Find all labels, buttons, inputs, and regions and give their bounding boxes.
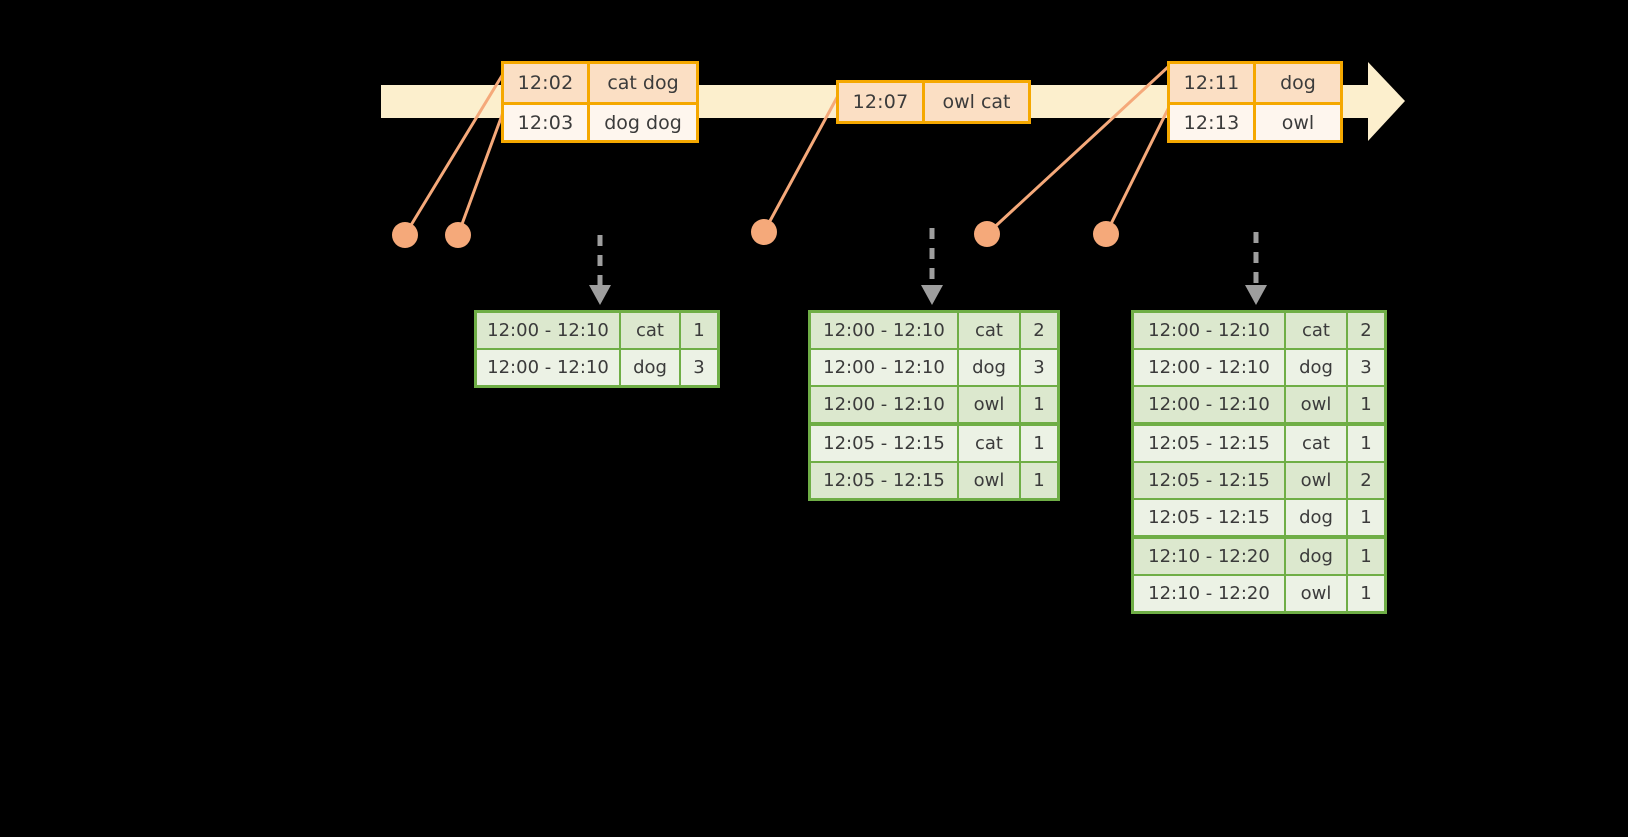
cell-count: 1 [1348,387,1384,422]
event-words: owl cat [942,91,1011,113]
cell-count: 1 [1021,426,1057,461]
cell-word: cat [959,426,1019,461]
cell-count: 3 [681,350,717,385]
event-row: 12:07 owl cat [839,83,1028,121]
event-box-2: 12:07 owl cat [836,80,1031,124]
cell-count: 3 [1021,350,1057,385]
cell-window: 12:10 - 12:20 [1134,539,1284,574]
cell-count: 1 [1348,576,1384,611]
cell-window: 12:05 - 12:15 [811,426,957,461]
cell-window: 12:10 - 12:20 [1134,576,1284,611]
cell-word: owl [1286,387,1346,422]
cell-count: 2 [1348,313,1384,348]
event-dot-4 [974,221,1000,247]
cell-count: 1 [681,313,717,348]
dashed-arrow-2 [921,228,943,305]
event-words: dog dog [604,111,682,134]
connector-3 [762,90,842,234]
cell-window: 12:05 - 12:15 [811,463,957,498]
cell-word: owl [1286,576,1346,611]
arrowhead-icon [589,285,611,305]
dashed-arrow-3 [1245,232,1267,305]
connector-2 [456,105,507,237]
event-words: owl [1281,111,1315,134]
cell-window: 12:00 - 12:10 [811,313,957,348]
cell-word: dog [1286,350,1346,385]
event-dot-2 [445,222,471,248]
cell-window: 12:00 - 12:10 [811,350,957,385]
event-time: 12:13 [1170,105,1256,140]
event-time: 12:02 [504,64,590,102]
cell-window: 12:00 - 12:10 [477,313,619,348]
event-time: 12:07 [839,83,925,121]
event-time: 12:03 [504,105,590,140]
event-row: 12:11 dog [1170,64,1340,102]
cell-count: 1 [1348,539,1384,574]
event-row: 12:03 dog dog [504,102,696,140]
event-words: dog [1280,72,1316,94]
cell-word: cat [959,313,1019,348]
cell-count: 1 [1021,387,1057,422]
cell-word: owl [1286,463,1346,498]
dashed-arrow-1 [589,235,611,305]
event-dot-5 [1093,221,1119,247]
event-box-1: 12:02 cat dog 12:03 dog dog [501,61,699,143]
arrowhead-icon [921,285,943,305]
cell-word: dog [621,350,679,385]
connector-1 [403,72,505,237]
cell-window: 12:00 - 12:10 [1134,350,1284,385]
event-box-3: 12:11 dog 12:13 owl [1167,61,1343,143]
event-time: 12:11 [1170,64,1256,102]
cell-window: 12:05 - 12:15 [1134,463,1284,498]
cell-word: owl [959,463,1019,498]
connector-5 [1104,103,1172,236]
cell-count: 2 [1348,463,1384,498]
cell-window: 12:05 - 12:15 [1134,426,1284,461]
cell-word: dog [959,350,1019,385]
event-row: 12:02 cat dog [504,64,696,102]
cell-window: 12:05 - 12:15 [1134,500,1284,535]
cell-count: 2 [1021,313,1057,348]
arrowhead-icon [1245,285,1267,305]
event-dot-3 [751,219,777,245]
cell-word: cat [1286,313,1346,348]
cell-word: dog [1286,500,1346,535]
cell-window: 12:00 - 12:10 [1134,387,1284,422]
cell-window: 12:00 - 12:10 [811,387,957,422]
cell-window: 12:00 - 12:10 [1134,313,1284,348]
event-dot-1 [392,222,418,248]
cell-count: 1 [1021,463,1057,498]
cell-word: cat [1286,426,1346,461]
cell-word: owl [959,387,1019,422]
event-dots [392,219,1119,248]
event-row: 12:13 owl [1170,102,1340,140]
cell-count: 3 [1348,350,1384,385]
event-words: cat dog [607,72,679,94]
cell-word: cat [621,313,679,348]
cell-count: 1 [1348,426,1384,461]
cell-window: 12:00 - 12:10 [477,350,619,385]
cell-word: dog [1286,539,1346,574]
cell-count: 1 [1348,500,1384,535]
dashed-arrows [589,228,1267,305]
